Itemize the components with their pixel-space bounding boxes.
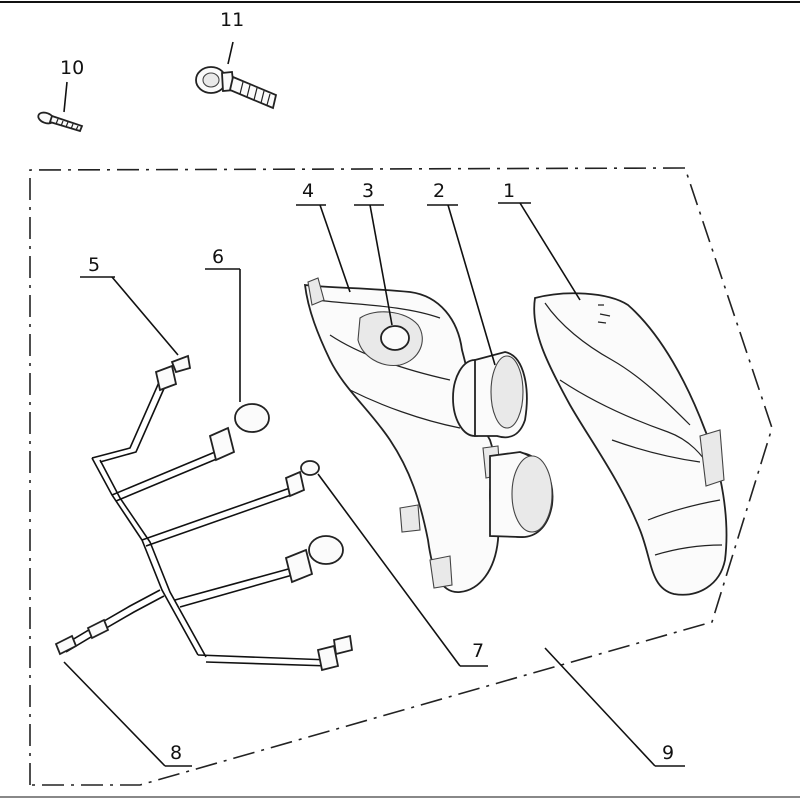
callout-8: 8 (170, 742, 182, 764)
callout-2: 2 (433, 180, 445, 202)
part-5-bulb (154, 354, 192, 392)
part-1-lens-cover (533, 292, 728, 596)
part-2-socket (452, 351, 554, 538)
leader-lines (63, 41, 685, 767)
callout-3: 3 (362, 180, 374, 202)
part-3-reflector (357, 311, 423, 366)
part-11-bolt (195, 66, 278, 110)
bottom-socket (316, 634, 354, 672)
callout-7: 7 (472, 640, 484, 662)
callout-11: 11 (220, 9, 244, 31)
callout-4: 4 (302, 180, 314, 202)
callout-9: 9 (662, 742, 674, 764)
callout-5: 5 (88, 254, 100, 276)
lower-bulb (284, 535, 344, 584)
callout-6: 6 (212, 246, 224, 268)
part-6-bulb (208, 403, 270, 462)
callout-10: 10 (60, 57, 84, 79)
part-10-screw (37, 111, 84, 133)
callout-1: 1 (503, 180, 515, 202)
part-7-bulb (284, 460, 320, 498)
part-8-wiring-harness (54, 379, 331, 667)
assembly-boundary (29, 167, 773, 786)
